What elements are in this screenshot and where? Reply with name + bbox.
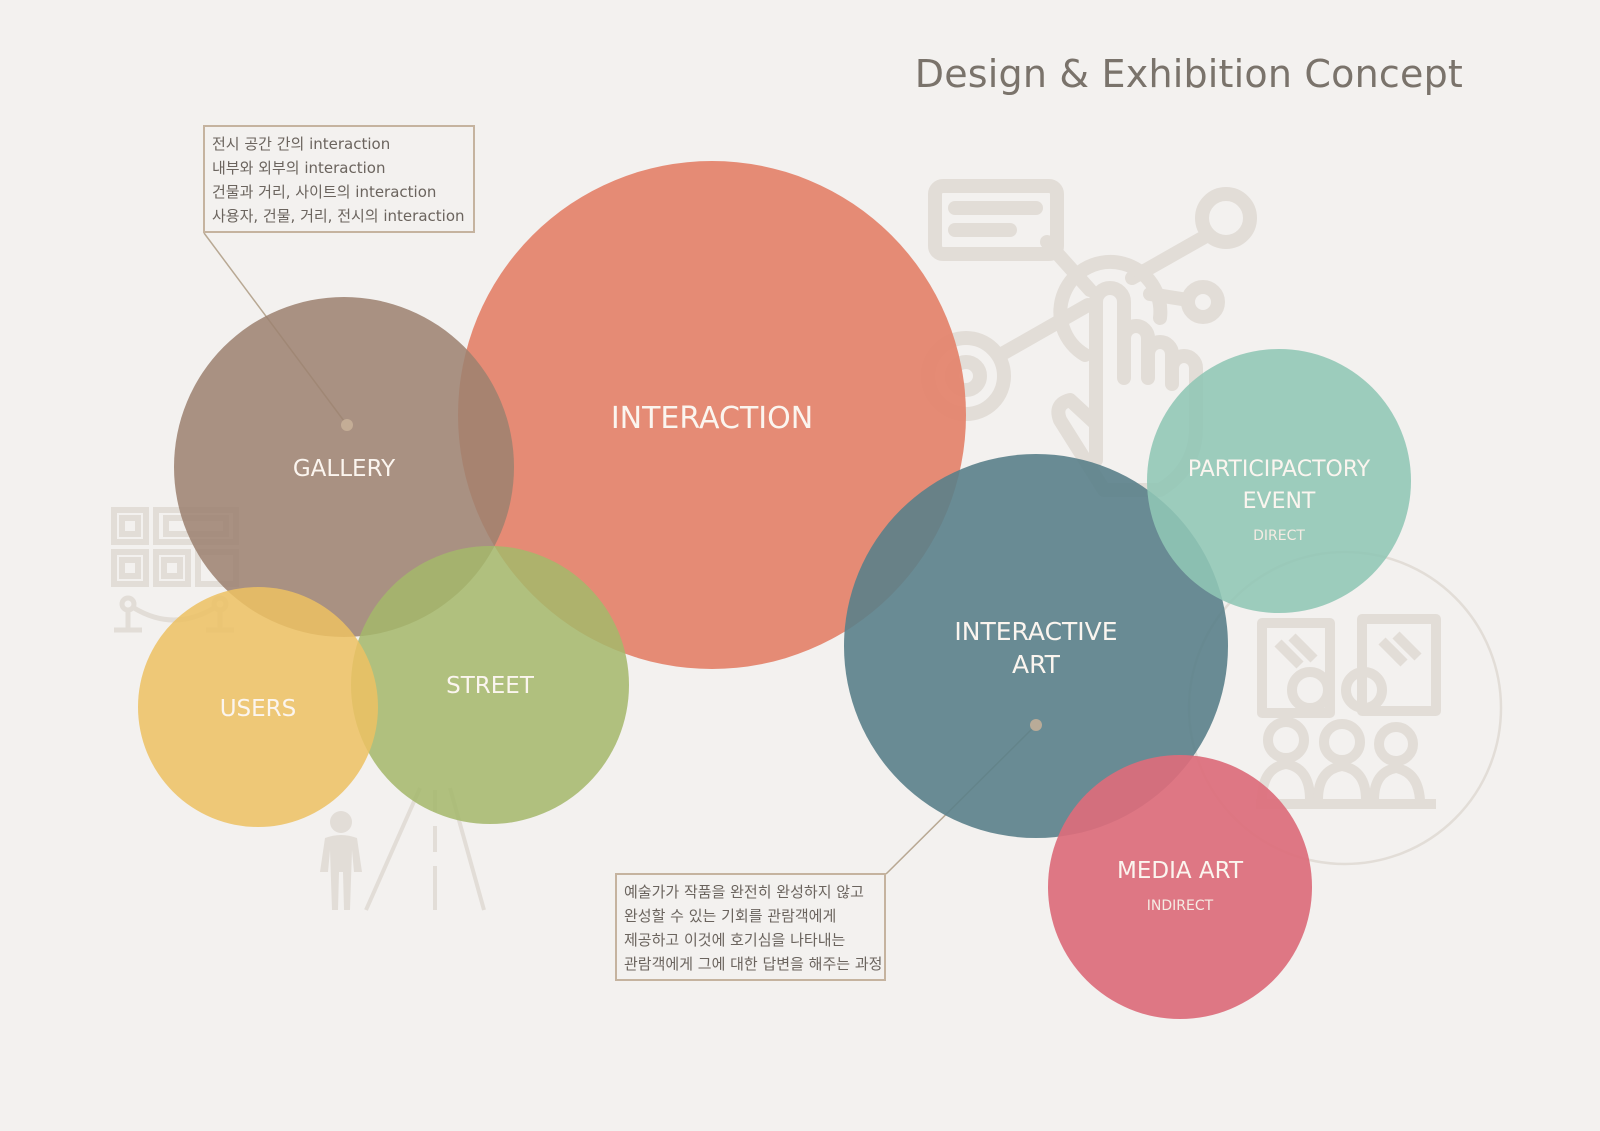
gallery-visitors-icon (1187, 550, 1503, 866)
street-label: STREET (446, 673, 535, 699)
media-art-sublabel: INDIRECT (1147, 898, 1214, 914)
interactive-art-label-line2: ART (1012, 650, 1061, 679)
gallery-circle (174, 297, 514, 637)
page-title: Design & Exhibition Concept (914, 52, 1463, 96)
gallery-label: GALLERY (293, 456, 396, 482)
media-art-label: MEDIA ART (1117, 858, 1244, 884)
gallery-note-box: 전시 공간 간의 interaction 내부와 외부의 interaction… (203, 125, 475, 233)
gallery-note-line: 내부와 외부의 interaction (212, 159, 386, 177)
gallery-connector-dot (341, 419, 353, 431)
participatory-event-circle (1147, 349, 1411, 613)
interaction-label: INTERACTION (611, 401, 813, 436)
participatory-event-sublabel: DIRECT (1253, 528, 1305, 544)
users-circle (138, 587, 378, 827)
media-art-circle (1048, 755, 1312, 1019)
interactive-art-connector-dot (1030, 719, 1042, 731)
interactive-art-note-line: 완성할 수 있는 기회를 관람객에게 (624, 907, 837, 925)
users-label: USERS (220, 696, 297, 722)
interactive-art-note-line: 관람객에게 그에 대한 답변을 해주는 과정 (624, 955, 883, 973)
interactive-art-circle (844, 454, 1228, 838)
interaction-circle (458, 161, 966, 669)
interactive-art-label-line1: INTERACTIVE (954, 617, 1117, 646)
street-circle (351, 546, 629, 824)
gallery-note-line: 사용자, 건물, 거리, 전시의 interaction (212, 207, 465, 225)
interactive-art-note-line: 예술가가 작품을 완전히 완성하지 않고 (624, 883, 864, 901)
interactive-art-note-box: 예술가가 작품을 완전히 완성하지 않고 완성할 수 있는 기회를 관람객에게 … (615, 873, 886, 981)
interactive-art-note-line: 제공하고 이것에 호기심을 나타내는 (624, 931, 846, 949)
gallery-note-line: 전시 공간 간의 interaction (212, 135, 391, 153)
participatory-event-label-line2: EVENT (1243, 489, 1316, 514)
participatory-event-label-line1: PARTICIPACTORY (1188, 457, 1371, 482)
gallery-note-line: 건물과 거리, 사이트의 interaction (212, 183, 437, 201)
